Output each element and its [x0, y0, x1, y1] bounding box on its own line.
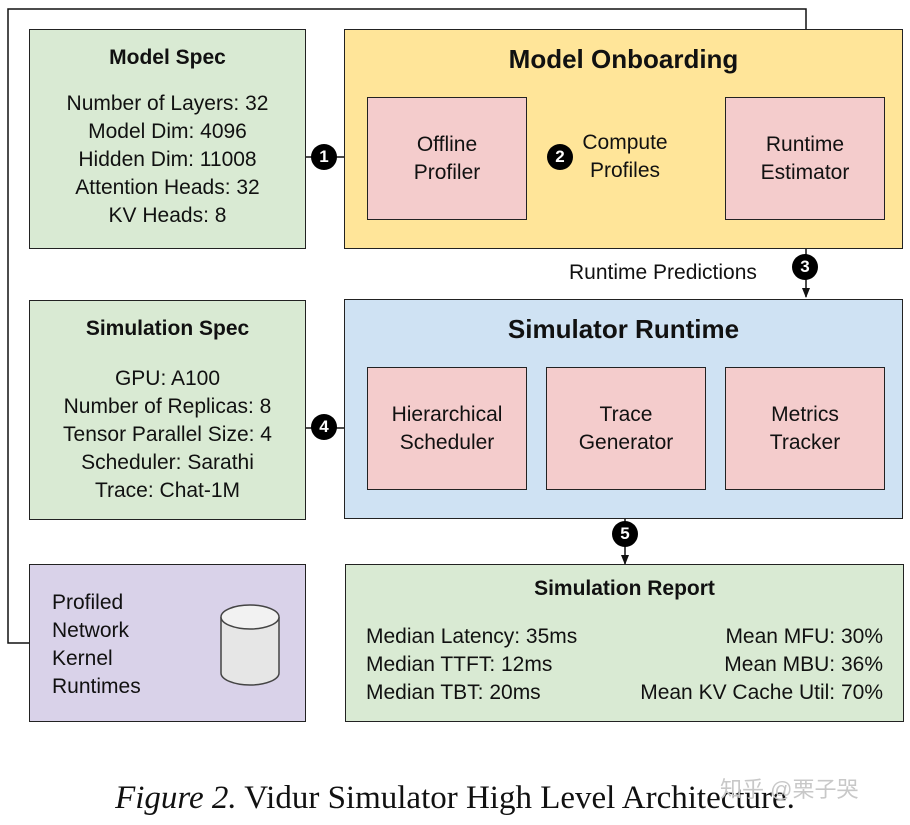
trace-generator-line-1: Trace — [599, 402, 653, 426]
figure-caption: Figure 2. Vidur Simulator High Level Arc… — [0, 780, 910, 817]
runtime-estimator-line-1: Runtime — [765, 132, 845, 156]
report-row-latency-mfu: Median Latency: 35ms Mean MFU: 30% — [366, 623, 883, 651]
hierarchical-scheduler-box: Hierarchical Scheduler — [367, 367, 527, 490]
model-spec-model-dim: Model Dim: 4096 — [88, 120, 247, 143]
profiled-runtimes-line-3: Kernel — [52, 647, 113, 670]
figure-caption-prefix: Figure 2. — [115, 780, 237, 816]
step-badge-1: 1 — [311, 144, 337, 170]
step-badge-2: 2 — [547, 144, 573, 170]
hierarchical-scheduler-line-1: Hierarchical — [391, 402, 503, 426]
profiled-runtimes-line-4: Runtimes — [52, 675, 141, 698]
model-spec-title: Model Spec — [109, 46, 226, 69]
simulation-spec-box: Simulation Spec GPU: A100 Number of Repl… — [29, 300, 306, 520]
profiled-runtimes-line-2: Network — [52, 619, 130, 642]
runtime-estimator-box: Runtime Estimator — [725, 97, 885, 220]
profiled-runtimes-box: Profiled Network Kernel Runtimes — [29, 564, 306, 722]
step-badge-4: 4 — [311, 414, 337, 440]
metrics-tracker-line-1: Metrics — [771, 402, 839, 426]
profiled-runtimes-text: Profiled Network Kernel Runtimes — [52, 589, 141, 701]
offline-profiler-line-2: Profiler — [413, 160, 481, 184]
simulation-spec-tp-size: Tensor Parallel Size: 4 — [63, 423, 272, 446]
report-median-latency: Median Latency: 35ms — [366, 625, 578, 648]
compute-profiles-line-2: Profiles — [589, 159, 661, 182]
model-spec-layers: Number of Layers: 32 — [66, 92, 269, 115]
report-row-tbt-kv: Median TBT: 20ms Mean KV Cache Util: 70% — [366, 679, 883, 707]
report-mean-kv-cache-util: Mean KV Cache Util: 70% — [640, 681, 883, 704]
model-spec-lines: Number of Layers: 32 Model Dim: 4096 Hid… — [30, 90, 305, 230]
trace-generator-line-2: Generator — [578, 430, 674, 454]
profiled-runtimes-line-1: Profiled — [52, 591, 124, 614]
compute-profiles-line-1: Compute — [582, 131, 668, 154]
simulator-runtime-title: Simulator Runtime — [507, 314, 740, 344]
trace-generator-box: Trace Generator — [546, 367, 706, 490]
simulation-spec-scheduler: Scheduler: Sarathi — [81, 451, 254, 474]
model-spec-attention-heads: Attention Heads: 32 — [75, 176, 260, 199]
database-icon — [220, 604, 280, 686]
report-row-ttft-mbu: Median TTFT: 12ms Mean MBU: 36% — [366, 651, 883, 679]
runtime-estimator-line-2: Estimator — [760, 160, 850, 184]
watermark: 知乎 @栗子哭 — [720, 777, 859, 802]
hierarchical-scheduler-line-2: Scheduler — [399, 430, 495, 454]
report-median-tbt: Median TBT: 20ms — [366, 681, 541, 704]
simulation-spec-replicas: Number of Replicas: 8 — [63, 395, 272, 418]
simulation-spec-lines: GPU: A100 Number of Replicas: 8 Tensor P… — [30, 365, 305, 505]
step-badge-5: 5 — [612, 521, 638, 547]
simulation-report-title: Simulation Report — [534, 577, 715, 600]
figure-caption-text: Vidur Simulator High Level Architecture. — [236, 780, 795, 816]
offline-profiler-box: Offline Profiler — [367, 97, 527, 220]
offline-profiler-line-1: Offline — [416, 132, 478, 156]
step-badge-3: 3 — [792, 254, 818, 280]
metrics-tracker-box: Metrics Tracker — [725, 367, 885, 490]
model-spec-kv-heads: KV Heads: 8 — [108, 204, 227, 227]
report-mean-mfu: Mean MFU: 30% — [725, 625, 883, 648]
model-onboarding-title: Model Onboarding — [508, 44, 739, 74]
simulation-spec-gpu: GPU: A100 — [114, 367, 221, 390]
model-spec-box: Model Spec Number of Layers: 32 Model Di… — [29, 29, 306, 249]
metrics-tracker-line-2: Tracker — [769, 430, 841, 454]
simulation-spec-trace: Trace: Chat-1M — [94, 479, 241, 502]
simulation-report-box: Simulation Report Median Latency: 35ms M… — [345, 564, 904, 722]
runtime-predictions-label: Runtime Predictions — [569, 261, 757, 284]
report-median-ttft: Median TTFT: 12ms — [366, 653, 553, 676]
report-mean-mbu: Mean MBU: 36% — [724, 653, 883, 676]
compute-profiles-label: Compute Profiles — [575, 129, 675, 185]
model-spec-hidden-dim: Hidden Dim: 11008 — [78, 148, 257, 171]
simulation-spec-title: Simulation Spec — [85, 317, 250, 340]
